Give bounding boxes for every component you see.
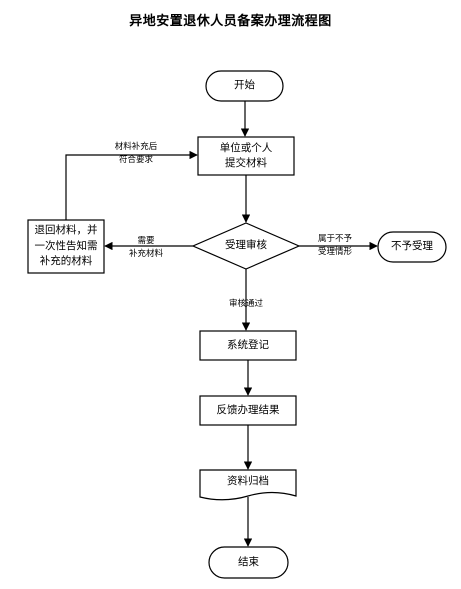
feedback-box [199,395,297,426]
reject-label: 不予受理 [391,240,433,253]
arrow-return-to-submit [65,150,198,220]
start-label: 开始 [234,79,255,92]
edge-label-approved: 审核通过 [228,299,263,309]
page-title: 异地安置退休人员备案办理流程图 [129,14,332,29]
edge-label-need-more: 需要 补充材料 [128,236,163,260]
register-label: 系统登记 [227,338,269,351]
edge-label-not-eligible: 属于不予 受理情形 [317,234,352,258]
submit-box [197,136,295,176]
review-label: 受理审核 [225,239,267,252]
archive-document [199,469,297,501]
end-terminator [208,546,289,579]
feedback-label: 反馈办理结果 [216,403,280,416]
reject-terminator [377,231,447,263]
return-label: 退回材料，并 一次性告知需 补充的材料 [34,223,98,268]
submit-label: 单位或个人 提交材料 [219,141,273,169]
end-label: 结束 [238,555,259,568]
archive-label: 资料归档 [227,475,269,488]
edge-label-resubmit: 材料补充后 符合要求 [114,142,158,166]
return-box [27,219,105,274]
